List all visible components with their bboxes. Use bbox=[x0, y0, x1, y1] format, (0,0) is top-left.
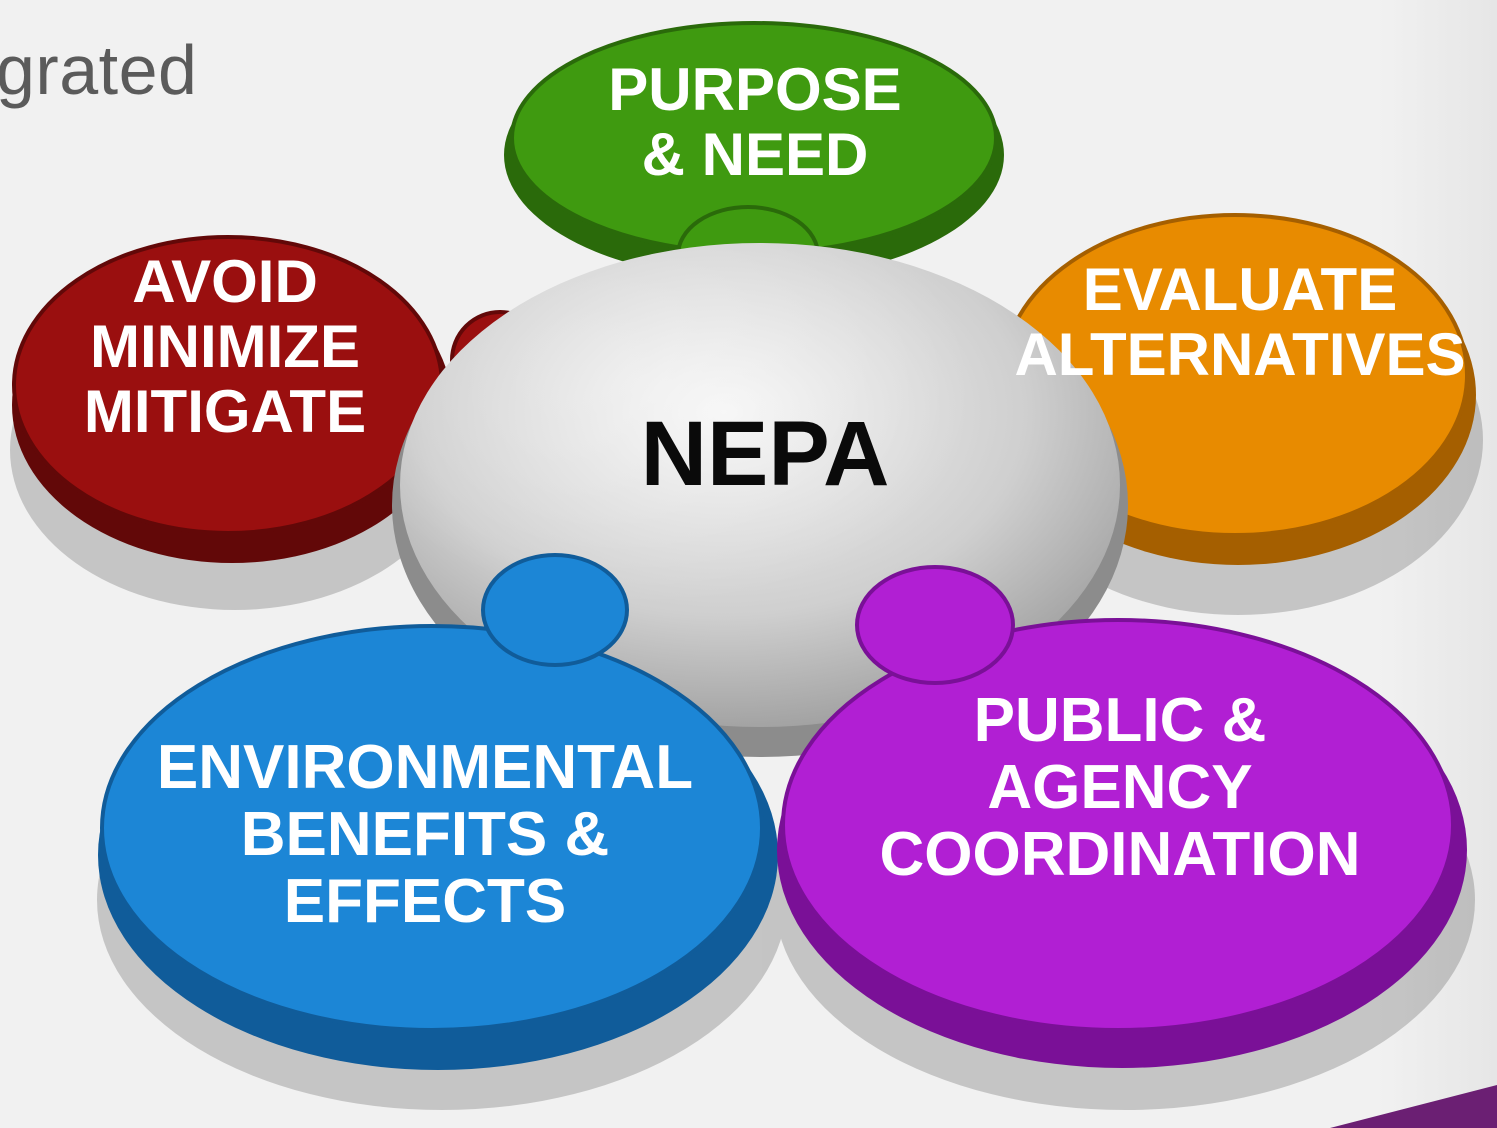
label-purpose: PURPOSE & NEED bbox=[608, 56, 902, 188]
slide-title-fragment: grated bbox=[0, 31, 198, 109]
piece-effects bbox=[98, 553, 778, 1070]
label-mitigate: AVOID MINIMIZE MITIGATE bbox=[83, 248, 367, 445]
label-effects: ENVIRONMENTAL BENEFITS & EFFECTS bbox=[156, 733, 694, 936]
piece-coordination bbox=[777, 565, 1467, 1068]
label-coordination: PUBLIC & AGENCY COORDINATION bbox=[879, 686, 1361, 889]
accent-bar bbox=[1330, 1085, 1497, 1128]
label-alternatives: EVALUATE ALTERNATIVES bbox=[1014, 256, 1466, 388]
label-center: NEPA bbox=[640, 403, 890, 505]
